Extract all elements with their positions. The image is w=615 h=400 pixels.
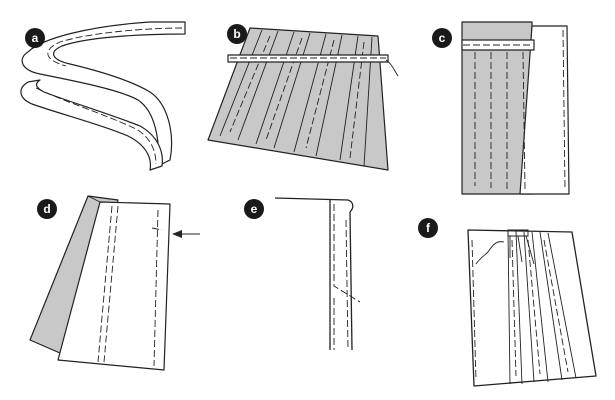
step-d-badge: d	[37, 199, 57, 219]
step-b-badge: b	[227, 24, 247, 44]
step-f-panel: f	[410, 200, 615, 400]
finished-pleated-skirt-illustration	[410, 200, 615, 400]
step-f-badge: f	[418, 218, 438, 238]
skirt-front-illustration	[0, 190, 230, 400]
step-e-panel: e	[230, 190, 410, 400]
arrow-left-icon	[174, 226, 200, 242]
step-a-panel: a	[0, 0, 200, 190]
step-e-badge: e	[244, 199, 264, 219]
step-c-badge: c	[432, 28, 452, 48]
step-a-badge: a	[25, 28, 45, 48]
side-seam-detail-illustration	[230, 190, 410, 400]
step-d-panel: d	[0, 190, 230, 400]
step-c-panel: c	[405, 0, 615, 200]
step-b-panel: b	[200, 0, 405, 190]
